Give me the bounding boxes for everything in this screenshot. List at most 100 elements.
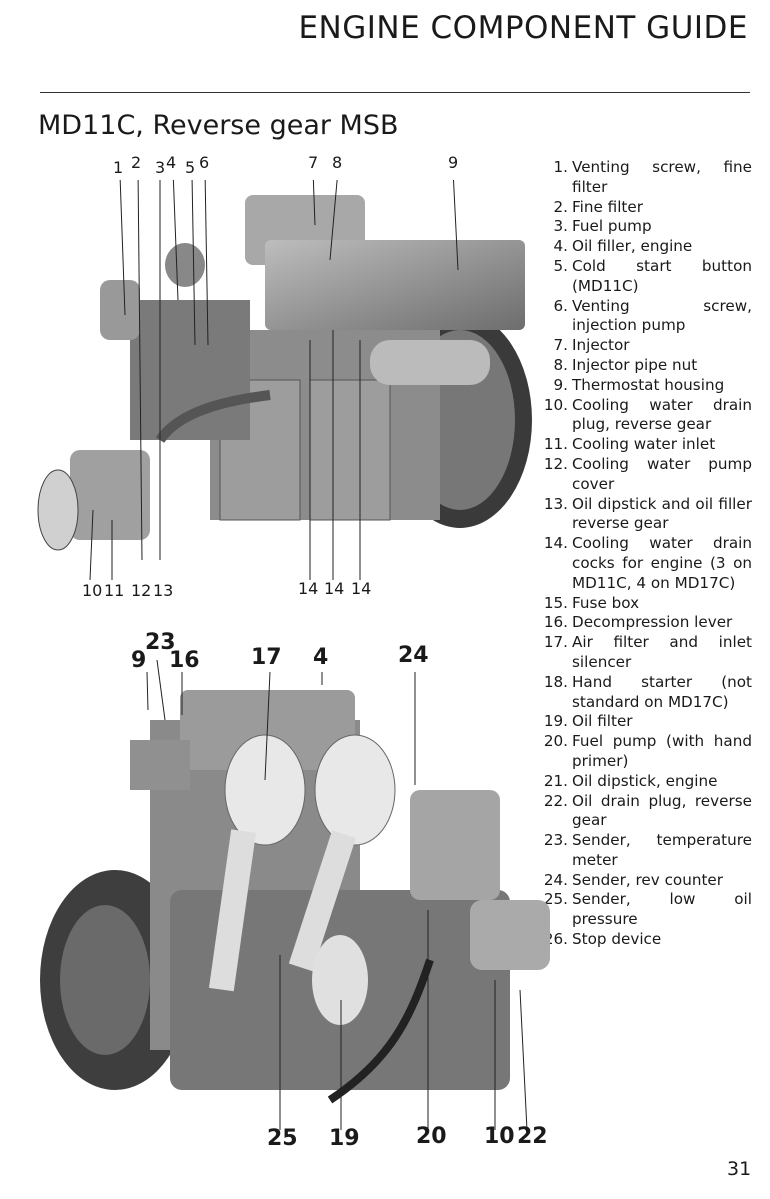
header-divider: [40, 92, 750, 93]
legend-number: 2.: [553, 197, 569, 216]
page-number: 31: [727, 1158, 752, 1180]
callout-label: 4: [313, 645, 329, 670]
legend-number: 8.: [553, 355, 569, 374]
legend-item: 14.Cooling water drain cocks for engine …: [532, 534, 752, 593]
callout-label: 10: [484, 1124, 515, 1149]
legend-item: 26.Stop device: [532, 930, 752, 950]
legend-item: 10.Cooling water drain plug, reverse gea…: [532, 396, 752, 436]
legend-item: 24.Sender, rev counter: [532, 871, 752, 891]
legend-item: 16.Decompression lever: [532, 613, 752, 633]
section-subtitle: MD11C, Reverse gear MSB: [38, 110, 399, 141]
legend-number: 12.: [543, 454, 568, 473]
callout-label: 23: [145, 630, 176, 655]
callout-label: 1: [113, 158, 124, 177]
legend-text: Cooling water pump cover: [572, 454, 752, 493]
callout-label: 14: [324, 579, 345, 598]
legend-item: 6.Venting screw, injection pump: [532, 296, 753, 337]
engine-photo-side-view: [37, 180, 532, 581]
callout-label: 3: [155, 158, 166, 177]
legend-text: Oil drain plug, reverse gear: [572, 791, 752, 830]
callout-label: 4: [166, 153, 177, 172]
legend-item: 17.Air filter and inlet silencer: [532, 633, 752, 673]
callout-label: 25: [267, 1126, 298, 1151]
legend-text: Oil filter: [572, 712, 633, 731]
callout-label: 10: [82, 581, 103, 600]
legend-text: Sender, low oil pressure: [572, 890, 752, 929]
legend-number: 21.: [543, 771, 568, 790]
legend-number: 10.: [543, 395, 568, 414]
callout-label: 6: [199, 153, 210, 172]
callout-label: 5: [185, 158, 196, 177]
legend-number: 24.: [543, 870, 568, 889]
legend-number: 6.: [553, 296, 569, 315]
legend-number: 20.: [543, 732, 568, 751]
legend-number: 17.: [543, 633, 568, 652]
legend-number: 1.: [553, 158, 569, 176]
legend-number: 23.: [543, 831, 568, 850]
callout-label: 7: [308, 153, 319, 172]
legend-text: Fuel pump (with hand primer): [572, 732, 752, 770]
legend-item: 5.Cold start button (MD11C): [532, 256, 753, 297]
legend-text: Cold start button (MD11C): [572, 256, 752, 295]
callout-label: 16: [169, 648, 200, 673]
legend-text: Hand starter (not standard on MD17C): [572, 672, 752, 711]
callout-label: 14: [351, 579, 372, 598]
legend-text: Oil dipstick and oil filler reverse gear: [572, 494, 752, 533]
legend-text: Injector pipe nut: [572, 355, 698, 374]
callout-label: 9: [448, 153, 459, 172]
legend-item: 22.Oil drain plug, reverse gear: [532, 792, 752, 832]
legend-number: 13.: [543, 494, 568, 513]
legend-item: 8.Injector pipe nut: [532, 356, 752, 376]
callout-label: 19: [329, 1126, 360, 1151]
legend-text: Sender, temperature meter: [572, 831, 752, 869]
legend-number: 16.: [543, 613, 568, 632]
callout-label: 17: [251, 645, 282, 670]
callout-label: 22: [517, 1124, 548, 1149]
callout-label: 11: [104, 581, 125, 600]
legend-text: Cooling water inlet: [572, 435, 716, 454]
legend-text: Stop device: [572, 930, 662, 949]
legend-item: 25.Sender, low oil pressure: [532, 890, 752, 930]
legend-item: 20.Fuel pump (with hand primer): [532, 732, 752, 772]
callout-label: 12: [131, 581, 152, 600]
legend-item: 7.Injector: [532, 336, 752, 356]
legend-number: 18.: [543, 672, 568, 691]
legend-text: Oil filler, engine: [572, 237, 693, 256]
legend-item: 9.Thermostat housing: [532, 376, 752, 396]
legend-item: 13.Oil dipstick and oil filler reverse g…: [532, 495, 752, 535]
callout-label: 9: [131, 648, 147, 673]
legend-item: 1.Venting screw, fine filter: [532, 158, 753, 198]
engine-photo-front-view: [40, 660, 550, 1130]
legend-item: 2.Fine filter: [532, 198, 752, 218]
legend-item: 18.Hand starter (not standard on MD17C): [532, 673, 752, 713]
legend-text: Fuse box: [572, 593, 640, 612]
callout-label: 14: [298, 579, 319, 598]
legend-number: 25.: [543, 890, 568, 909]
legend-item: 19.Oil filter: [532, 712, 752, 732]
legend-text: Venting screw, fine filter: [572, 158, 752, 196]
callout-label: 24: [398, 643, 429, 668]
legend-text: Venting screw, injection pump: [572, 296, 752, 335]
legend-item: 21.Oil dipstick, engine: [532, 772, 752, 792]
legend-number: 11.: [543, 435, 568, 454]
legend-number: 14.: [543, 534, 568, 553]
legend-item: 3.Fuel pump: [532, 217, 752, 237]
legend-text: Cooling water drain cocks for engine (3 …: [572, 534, 752, 592]
legend-number: 15.: [543, 593, 568, 612]
legend-text: Sender, rev counter: [572, 870, 723, 889]
legend-item: 23.Sender, temperature meter: [532, 831, 752, 871]
legend-text: Cooling water drain plug, reverse gear: [572, 395, 752, 434]
legend-number: 19.: [543, 712, 568, 731]
legend-text: Air filter and inlet silencer: [572, 633, 752, 671]
legend-text: Decompression lever: [572, 613, 733, 632]
legend-item: 15.Fuse box: [532, 594, 752, 614]
legend-text: Thermostat housing: [572, 375, 725, 394]
legend-number: 9.: [553, 375, 569, 394]
callout-label: 2: [131, 153, 142, 172]
legend-number: 7.: [553, 336, 569, 355]
guide-title: ENGINE COMPONENT GUIDE: [298, 10, 748, 46]
legend-text: Fuel pump: [572, 217, 652, 236]
callout-label: 8: [332, 153, 343, 172]
legend-text: Oil dipstick, engine: [572, 771, 718, 790]
